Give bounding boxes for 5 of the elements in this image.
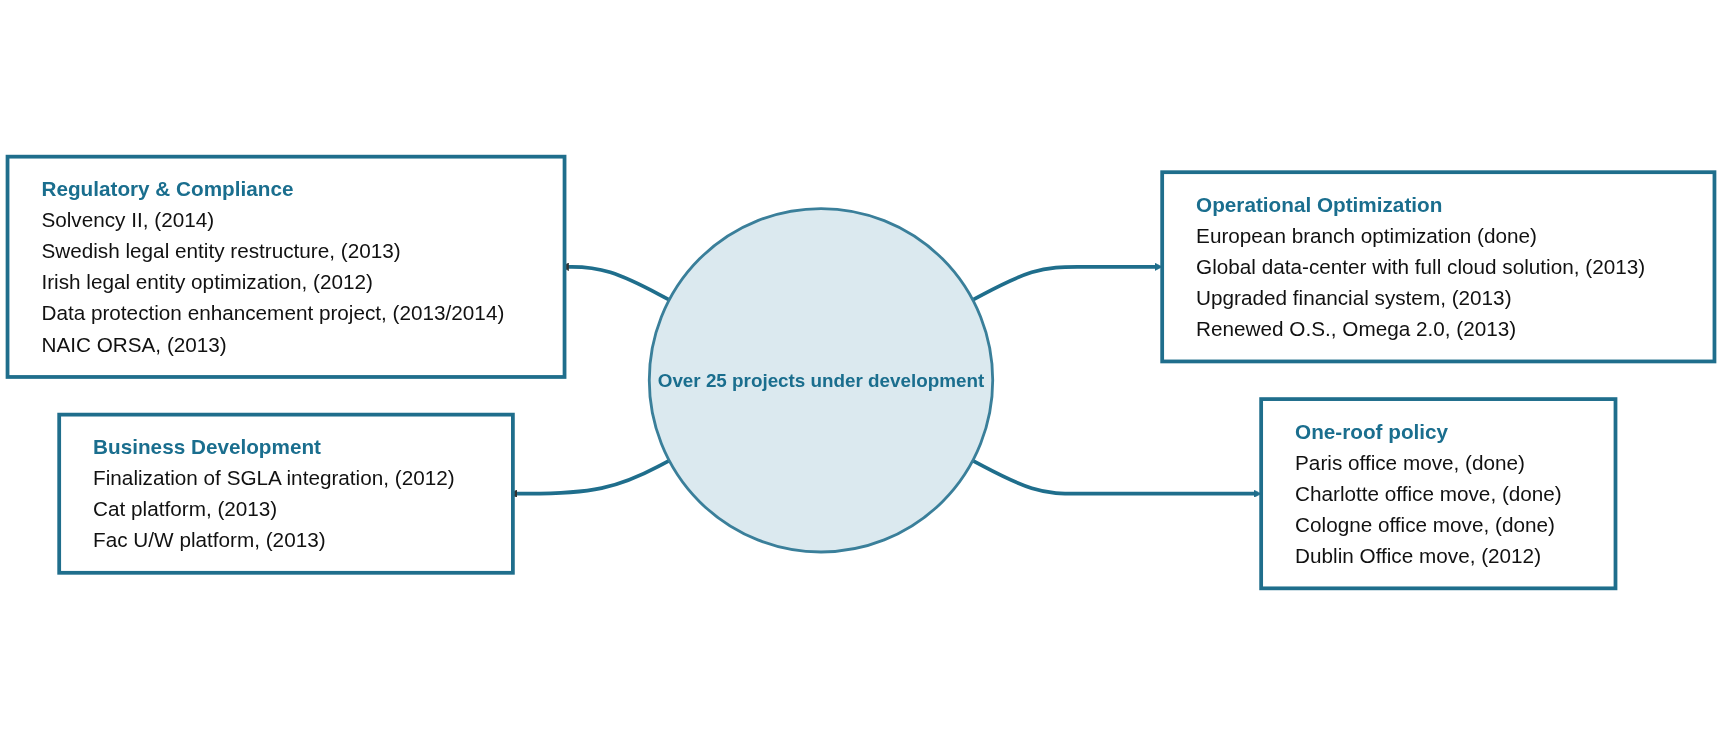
node-box [57,412,515,575]
node-circle [647,207,995,554]
node-box [1160,170,1717,364]
node-box [1259,397,1618,591]
node-box [5,154,567,379]
